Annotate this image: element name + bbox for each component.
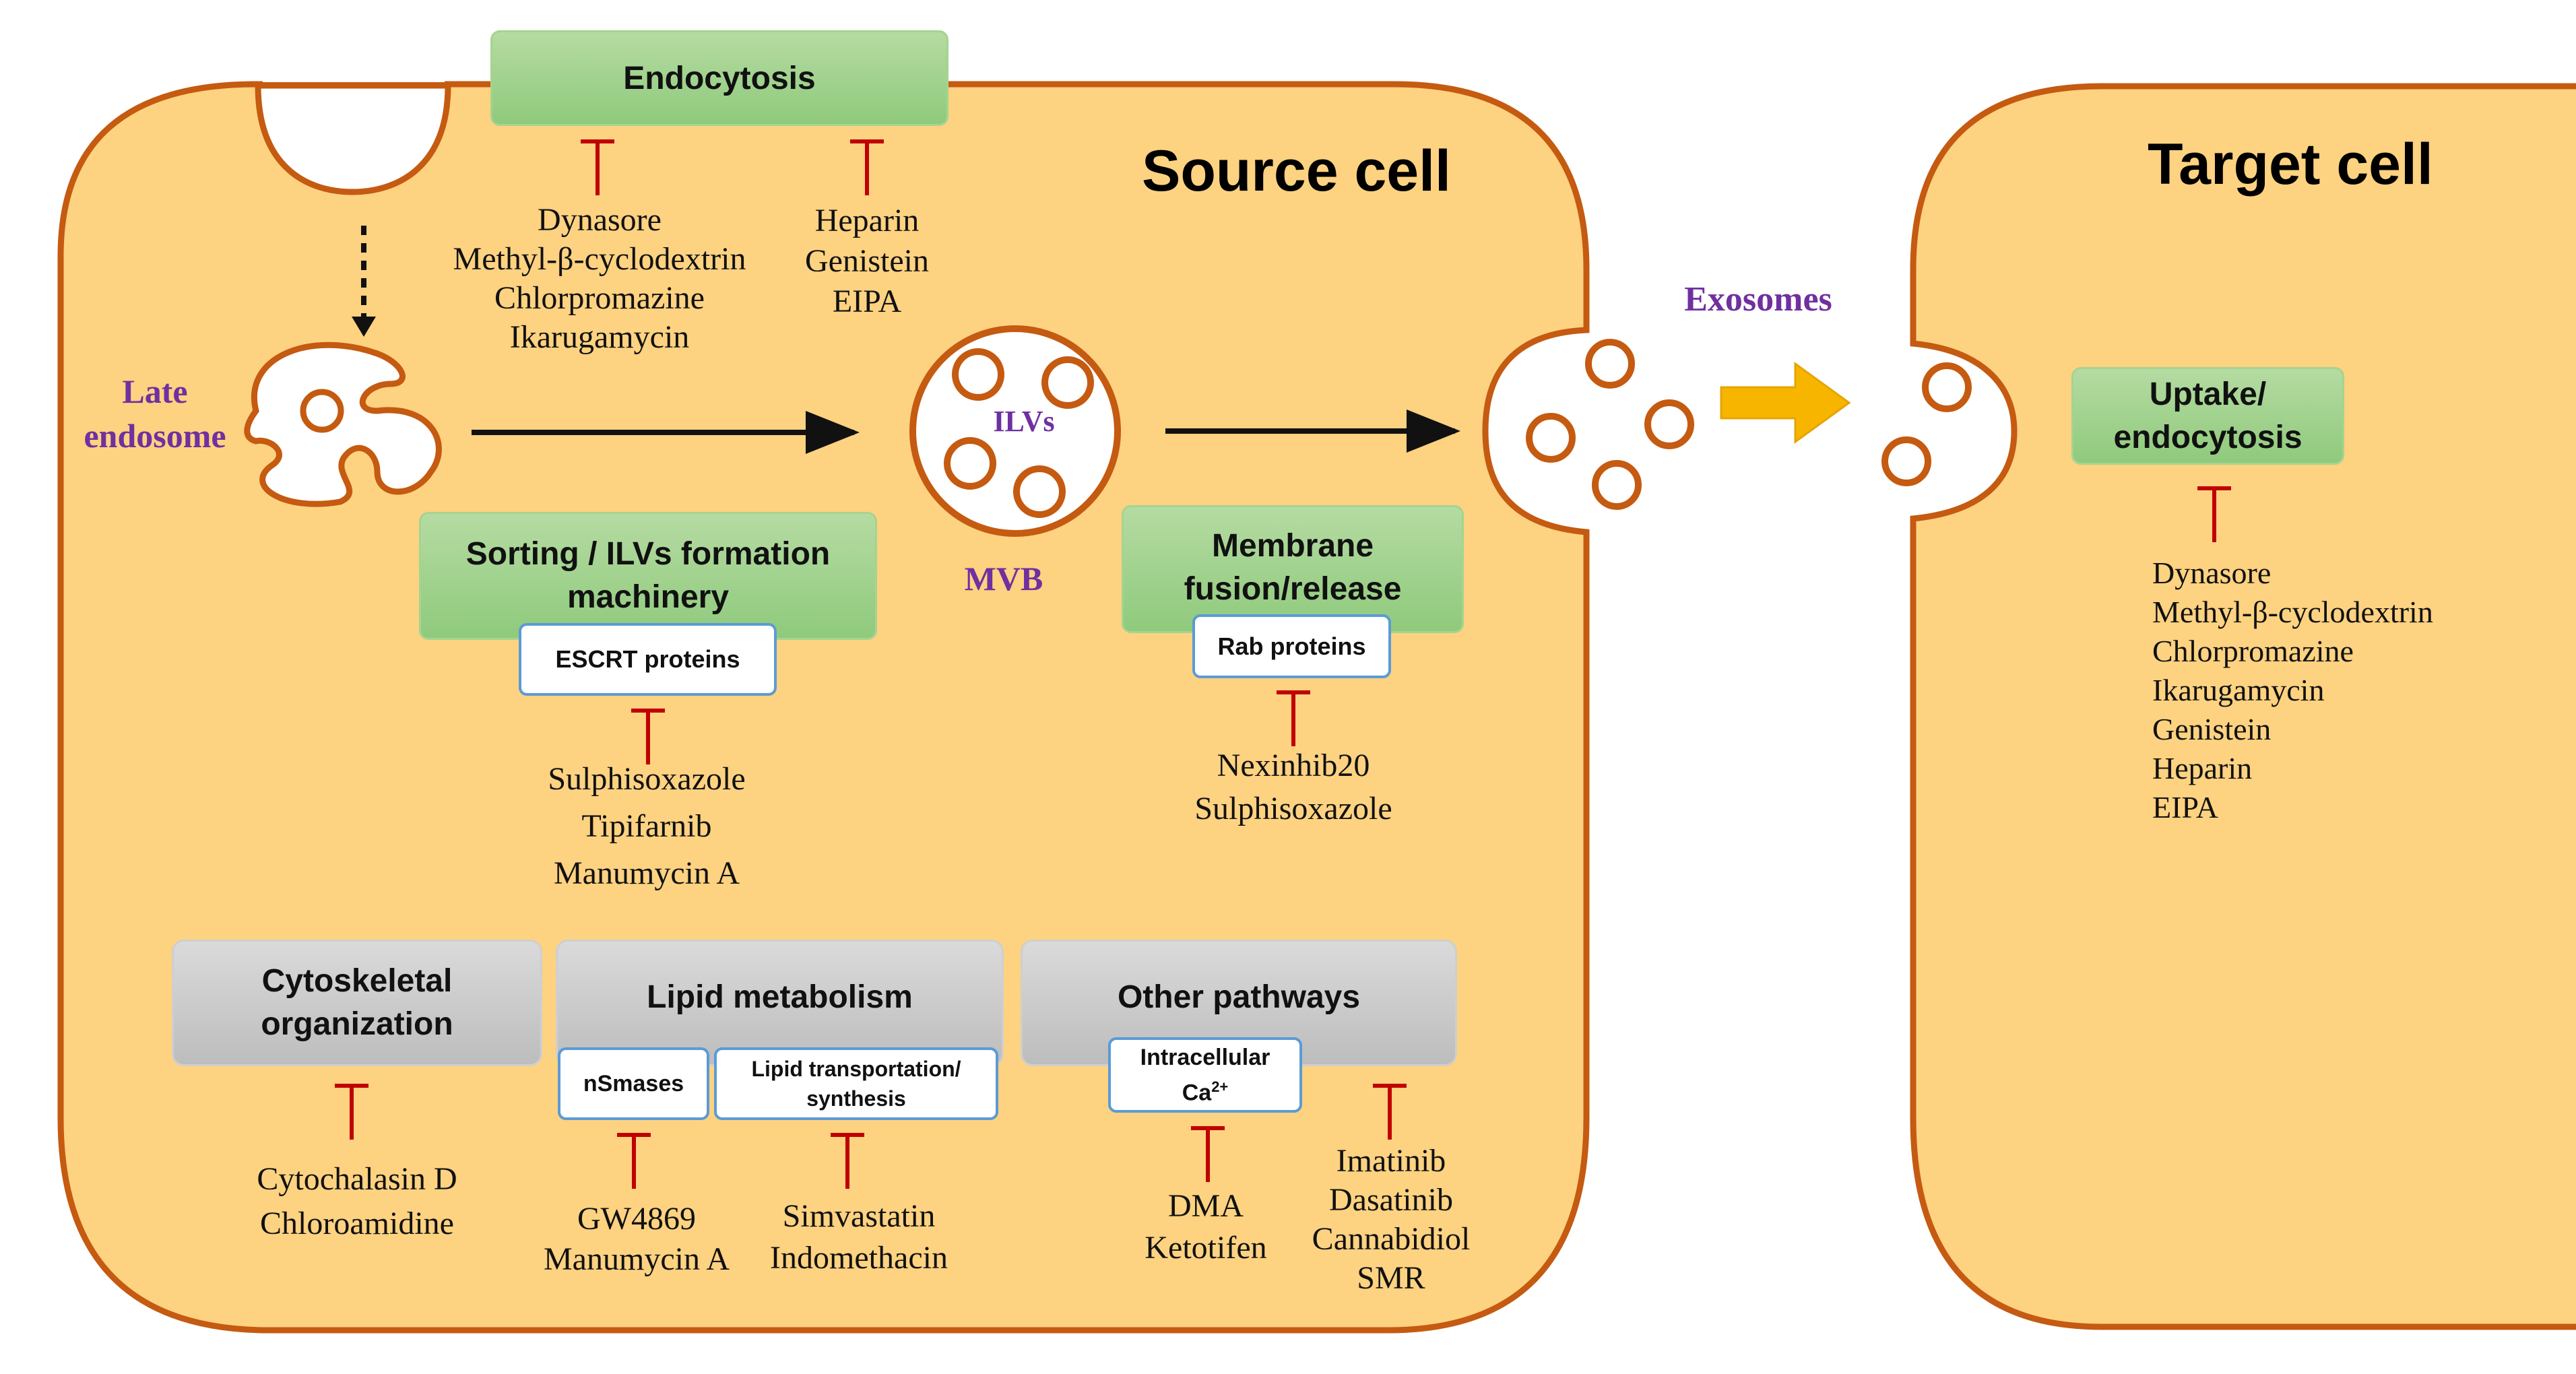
rab-proteins-box: Rab proteins: [1192, 614, 1391, 678]
endocytic-pit: [255, 82, 451, 195]
calcium-inhibitors: DMA Ketotifen: [1145, 1188, 1267, 1266]
exosome: [1526, 413, 1576, 463]
nsmases-box: nSmases: [558, 1047, 709, 1120]
late-endosome-shape: [244, 341, 442, 507]
endocytosis-box: Endocytosis: [490, 30, 948, 126]
transfer-arrow: [1720, 362, 1851, 444]
sorting-machinery-box: Sorting / ILVs formation machinery: [419, 512, 877, 640]
endocytosis-inhibitors-b: Heparin Genistein EIPA: [805, 203, 929, 319]
other-pathway-inhibitors: Imatinib Dasatinib Cannabidiol SMR: [1312, 1143, 1471, 1296]
exosomes-label: Exosomes: [1684, 280, 1832, 319]
cytoskeletal-box: Cytoskeletal organization: [172, 940, 542, 1066]
inhibition-markers: [335, 139, 2231, 1189]
nsmases-inhibitors: GW4869 Manumycin A: [544, 1201, 730, 1277]
ilvs-label: ILVs: [993, 405, 1055, 438]
other-pathways-box: Other pathways: [1021, 940, 1457, 1066]
escrt-inhibitors: Sulphisoxazole Tipifarnib Manumycin A: [548, 761, 746, 891]
source-cell-title: Source cell: [1142, 139, 1451, 203]
mvb-label: MVB: [964, 560, 1043, 597]
exosome: [1922, 362, 1972, 412]
exosome: [1592, 460, 1642, 510]
cytoskeletal-inhibitors: Cytochalasin D Chloroamidine: [257, 1161, 457, 1241]
lipid-transport-box: Lipid transportation/ synthesis: [714, 1047, 998, 1120]
escrt-proteins-box: ESCRT proteins: [519, 623, 777, 696]
uptake-endocytosis-box: Uptake/ endocytosis: [2071, 367, 2344, 465]
exosome: [1644, 399, 1694, 449]
intracellular-calcium-box: Intracellular Ca2+: [1108, 1037, 1302, 1113]
rab-inhibitors: Nexinhib20 Sulphisoxazole: [1194, 748, 1392, 826]
target-cell-title: Target cell: [2148, 132, 2433, 197]
lipid-transport-inhibitors: Simvastatin Indomethacin: [770, 1198, 948, 1276]
exosome: [1881, 436, 1931, 486]
uptake-inhibitors: Dynasore Methyl-β-cyclodextrin Chlorprom…: [2152, 556, 2433, 824]
lipid-metabolism-box: Lipid metabolism: [556, 940, 1004, 1066]
endocytosis-inhibitors-a: Dynasore Methyl-β-cyclodextrin Chlorprom…: [453, 202, 746, 355]
late-endosome-label: Late endosome: [84, 372, 226, 455]
exosome: [1585, 339, 1635, 389]
